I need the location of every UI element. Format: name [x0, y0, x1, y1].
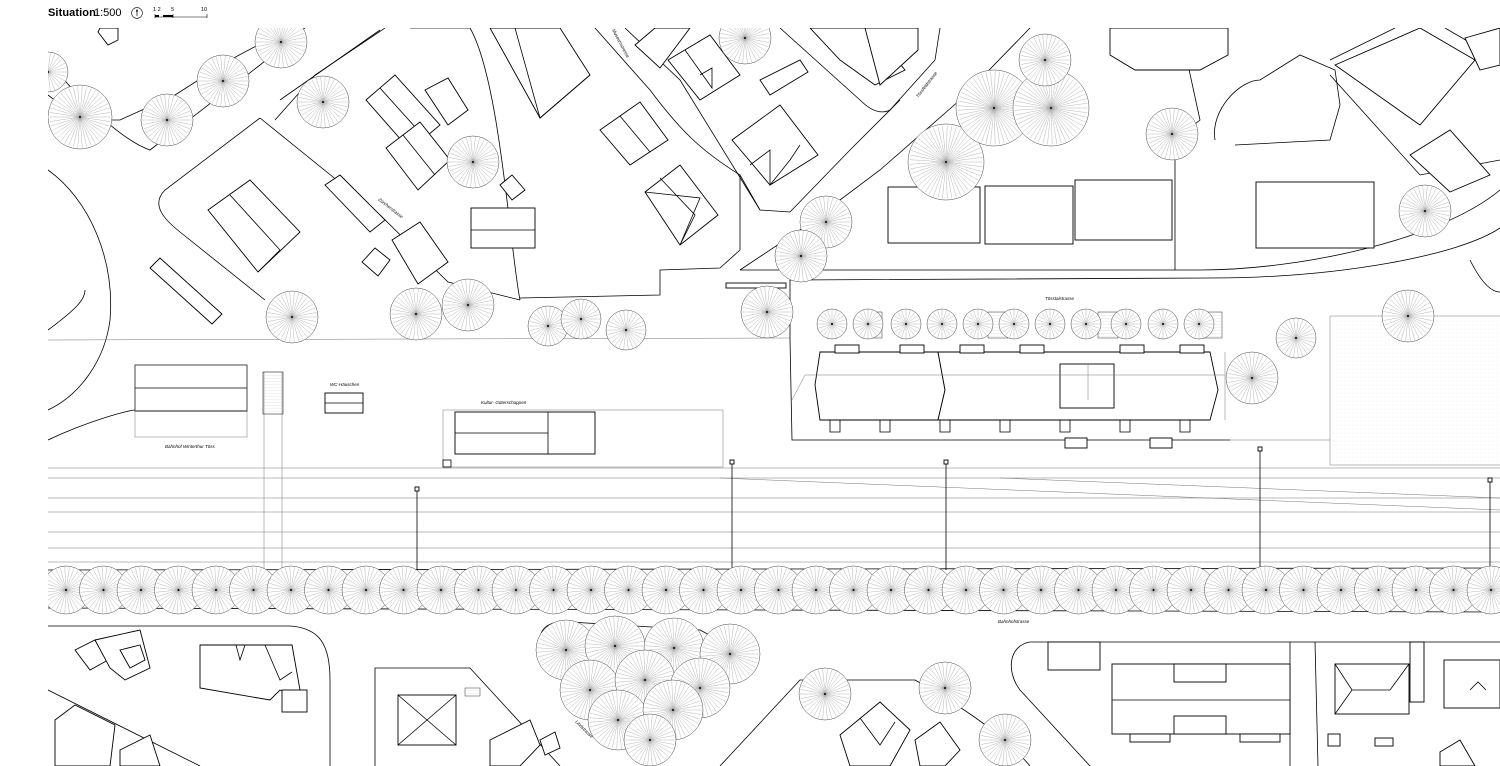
building-label-goods-shed: Kultur- Güterschuppen: [481, 400, 527, 405]
map-scale: 1:500: [93, 7, 122, 19]
scale-tick-5: 5: [171, 7, 174, 13]
tree-icon: [1466, 565, 1500, 615]
buildings: [54, 28, 1500, 766]
tree-icon: [254, 28, 308, 69]
pedestrian-underpass: [262, 371, 348, 606]
street-label-tossfeld: Tössfeldstrasse: [915, 70, 939, 98]
scale-bar: 1 2 5 10: [153, 6, 209, 20]
map-header: Situation 1:500 1 2 5 10: [48, 4, 209, 22]
station-complex: [791, 344, 1226, 449]
building-label-wc: WC-Häuschen: [330, 382, 360, 387]
scale-bar-graphic: 1 2 5 10: [153, 7, 208, 18]
trees: [48, 28, 1500, 766]
street-label-tosstal-top: Tösstalstrasse: [1045, 296, 1075, 301]
street-label-bahnhof: Bahnhofstrasse: [998, 619, 1030, 624]
scale-tick-1: 1 2: [153, 7, 161, 13]
map-title: Situation: [48, 7, 96, 19]
north-arrow-icon: [131, 7, 144, 19]
catenary-mast: [414, 446, 1493, 570]
goods-shed: [442, 409, 724, 468]
scale-tick-10: 10: [201, 7, 207, 13]
street-label-museum: Museumstrasse: [611, 28, 631, 59]
old-station-building: [134, 364, 248, 438]
site-plan: Tösstalstrasse Zürcherstrasse Museumstra…: [48, 28, 1500, 766]
building-label-station: Bahnhof Winterthur Töss: [165, 444, 215, 449]
